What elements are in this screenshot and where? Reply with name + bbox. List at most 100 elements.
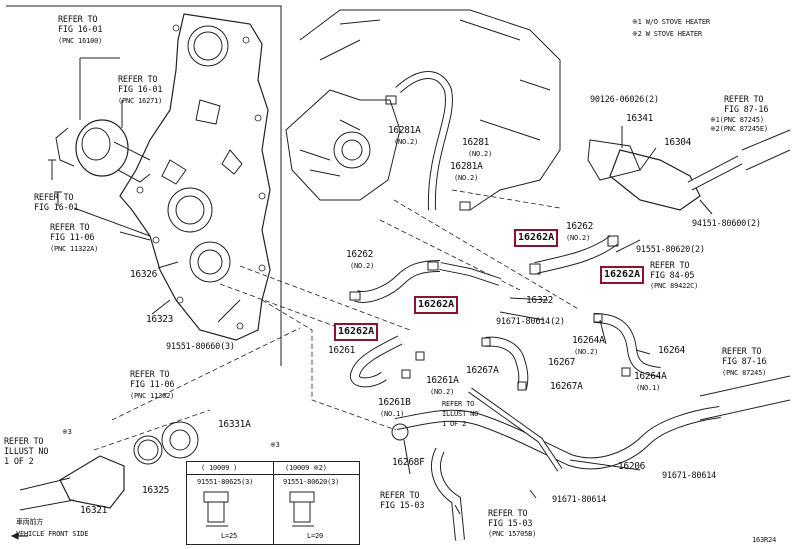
part-16262-left[interactable]: 16262: [346, 249, 374, 260]
ref-fig84-05-line1[interactable]: REFER TO: [650, 261, 690, 271]
part-16325[interactable]: 16325: [142, 485, 170, 496]
table-col2-head: (10009 ※2): [285, 464, 327, 472]
star3-b: ※3: [270, 441, 280, 449]
table-col2-length: L=20: [307, 532, 324, 540]
part-91671-80614-b[interactable]: 91671-80614: [552, 495, 607, 505]
star3-a: ※3: [62, 428, 72, 436]
part-16331A[interactable]: 16331A: [218, 419, 251, 430]
ref-fig16-01c-line2[interactable]: FIG 16-01: [34, 203, 79, 213]
ref-fig87-16a-pnc2[interactable]: ※2(PNC 87245E): [710, 125, 768, 133]
ref-illust1-line1[interactable]: REFER TO: [4, 437, 44, 447]
part-16264[interactable]: 16264: [658, 345, 686, 356]
ref-illust2-line2[interactable]: ILLUST NO: [442, 410, 479, 418]
part-16281[interactable]: 16281: [462, 137, 490, 148]
part-91671-80614-2[interactable]: 91671-80614(2): [496, 317, 565, 327]
ref-fig16-01b-line2[interactable]: FIG 16-01: [118, 85, 163, 95]
part-16281A-mid[interactable]: 16281A: [450, 161, 483, 172]
part-16267A-b[interactable]: 16267A: [550, 381, 583, 392]
part-16261B-sub: (NO.1): [380, 410, 405, 418]
table-col1-head: ( 10009 ): [201, 464, 238, 472]
part-91671-80614[interactable]: 91671-80614: [662, 471, 717, 481]
part-16267A-a[interactable]: 16267A: [466, 365, 499, 376]
vehicle-front-jp: 車両前方: [16, 518, 44, 526]
water-pump: [75, 119, 129, 177]
ref-fig15-03b-line2[interactable]: FIG 15-03: [488, 519, 533, 529]
highlight-16262A-2[interactable]: 16262A: [600, 266, 645, 284]
part-16326[interactable]: 16326: [130, 269, 158, 280]
ref-fig84-05-pnc[interactable]: (PNC 89422C): [650, 282, 699, 290]
part-16264A-b-sub: (NO.1): [636, 384, 661, 392]
table-col2-part[interactable]: 91551-80620(3): [283, 478, 340, 486]
part-16268F[interactable]: 16268F: [392, 457, 425, 468]
ref-illust2-line3[interactable]: 1 OF 2: [442, 420, 467, 428]
part-16267[interactable]: 16267: [548, 357, 576, 368]
part-16264A-a[interactable]: 16264A: [572, 335, 605, 346]
table-col-1: [187, 462, 274, 544]
part-91551-80620[interactable]: 91551-80620(2): [636, 245, 705, 255]
ref-fig11-06b-line2[interactable]: FIG 11-06: [130, 380, 175, 390]
ref-fig16-01-pnc[interactable]: (PNC 16100): [58, 37, 103, 45]
part-16264A-a-sub: (NO.2): [574, 348, 599, 356]
ref-fig15-03b-pnc[interactable]: (PNC 15705B): [488, 530, 537, 538]
part-16321[interactable]: 16321: [80, 505, 108, 516]
highlight-16262A-4[interactable]: 16262A: [334, 323, 379, 341]
ref-fig15-03a-line2[interactable]: FIG 15-03: [380, 501, 425, 511]
table-col1-length: L=25: [221, 532, 238, 540]
part-94151[interactable]: 94151-80600(2): [692, 219, 761, 229]
ref-fig15-03a-line1[interactable]: REFER TO: [380, 491, 420, 501]
thermostat: [161, 421, 199, 459]
ref-fig16-01c-line1[interactable]: REFER TO: [34, 193, 74, 203]
ref-fig11-06b-line1[interactable]: REFER TO: [130, 370, 170, 380]
corner-code: 163R24: [752, 536, 777, 544]
ref-fig16-01-line2[interactable]: FIG 16-01: [58, 25, 103, 35]
table-col1-part[interactable]: 91551-80625(3): [197, 478, 254, 486]
ref-fig11-06a-line1[interactable]: REFER TO: [50, 223, 90, 233]
gasket-16325: [133, 435, 163, 465]
part-16281-sub: (NO.2): [468, 150, 493, 158]
ref-fig16-01b-line1[interactable]: REFER TO: [118, 75, 158, 85]
part-16261A[interactable]: 16261A: [426, 375, 459, 386]
ref-fig16-01b-pnc[interactable]: (PNC 16271): [118, 97, 163, 105]
timing-cover: [119, 13, 271, 341]
ref-fig87-16b-pnc[interactable]: (PNC 87245): [722, 369, 767, 377]
ref-fig87-16a-line1[interactable]: REFER TO: [724, 95, 764, 105]
part-16322[interactable]: 16322: [526, 295, 554, 306]
part-16261B[interactable]: 16261B: [378, 397, 411, 408]
ref-fig84-05-line2[interactable]: FIG 84-05: [650, 271, 695, 281]
part-16323[interactable]: 16323: [146, 314, 174, 325]
ref-illust1-line3[interactable]: 1 OF 2: [4, 457, 34, 467]
highlight-16262A-1[interactable]: 16262A: [514, 229, 559, 247]
ref-fig11-06a-pnc[interactable]: (PNC 11322A): [50, 245, 99, 253]
part-16281A-top[interactable]: 16281A: [388, 125, 421, 136]
part-91551-80660[interactable]: 91551-80660(3): [166, 342, 235, 352]
ref-fig11-06a-line2[interactable]: FIG 11-06: [50, 233, 95, 243]
part-90126[interactable]: 90126-06026(2): [590, 95, 659, 105]
note-2: ※2 W STOVE HEATER: [632, 30, 702, 38]
ref-fig87-16b-line2[interactable]: FIG 87-16: [722, 357, 767, 367]
part-16262-right-sub: (NO.2): [566, 234, 591, 242]
ref-fig16-01-line1[interactable]: REFER TO: [58, 15, 98, 25]
ref-fig87-16a-line2[interactable]: FIG 87-16: [724, 105, 769, 115]
ref-fig11-06b-pnc[interactable]: (PNC 11302): [130, 392, 175, 400]
part-16304[interactable]: 16304: [664, 137, 692, 148]
part-16281A-mid-sub: (NO.2): [454, 174, 479, 182]
ref-illust1-line2[interactable]: ILLUST NO: [4, 447, 49, 457]
vehicle-front-label: VEHICLE FRONT SIDE: [16, 530, 89, 538]
part-16262-right[interactable]: 16262: [566, 221, 594, 232]
water-inlet-16321: [59, 455, 125, 509]
ref-illust2-line1[interactable]: REFER TO: [442, 400, 475, 408]
part-16281A-top-sub: (NO.2): [394, 138, 419, 146]
highlight-16262A-3[interactable]: 16262A: [414, 296, 459, 314]
ref-fig87-16a-pnc1[interactable]: ※1(PNC 87245): [710, 116, 764, 124]
ref-fig87-16b-line1[interactable]: REFER TO: [722, 347, 762, 357]
fastener-table: ( 10009 ) (10009 ※2) 91551-80625(3) 9155…: [186, 461, 360, 545]
ref-fig15-03b-line1[interactable]: REFER TO: [488, 509, 528, 519]
part-16264A-b[interactable]: 16264A: [634, 371, 667, 382]
part-16341[interactable]: 16341: [626, 113, 654, 124]
part-16261[interactable]: 16261: [328, 345, 356, 356]
part-16262-left-sub: (NO.2): [350, 262, 375, 270]
note-1: ※1 W/O STOVE HEATER: [632, 18, 710, 26]
part-16206[interactable]: 16206: [618, 461, 646, 472]
